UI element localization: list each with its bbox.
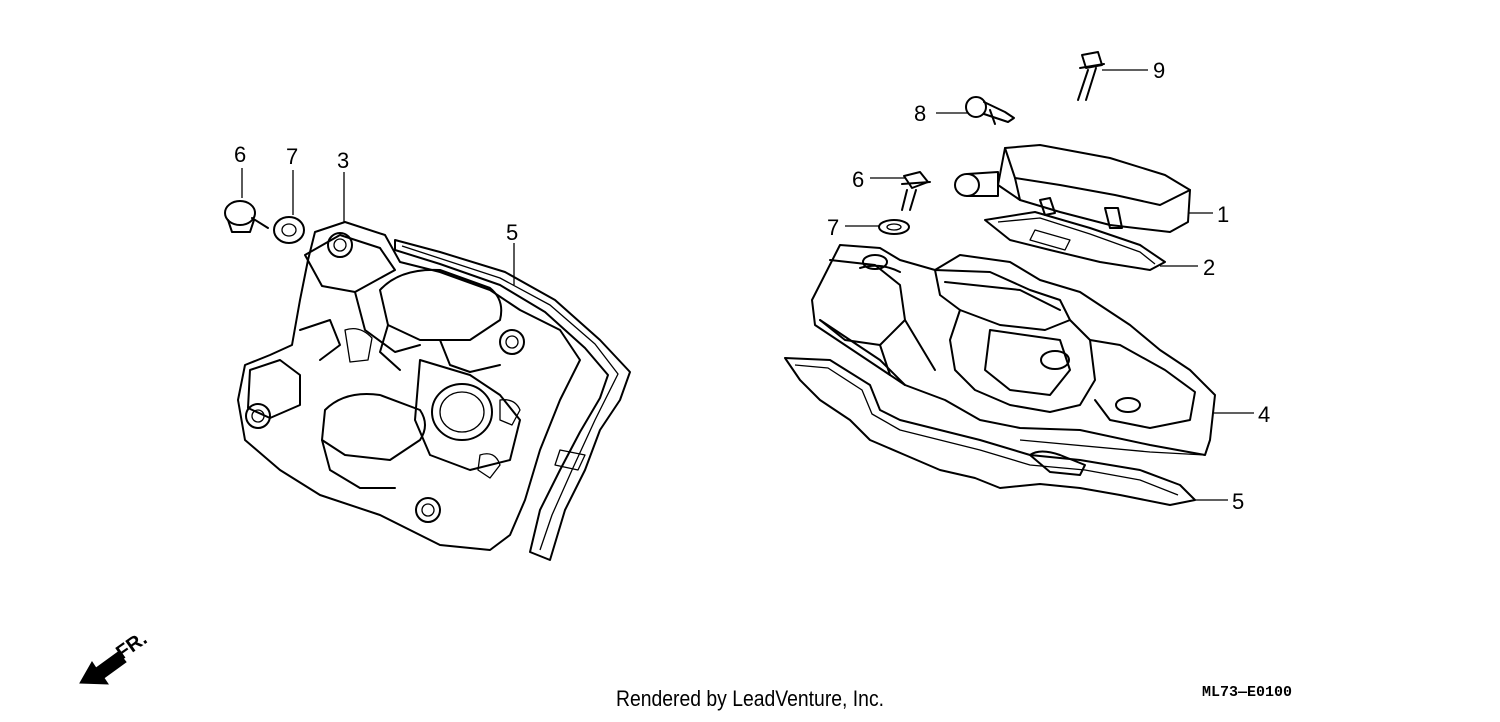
- right-flange-bolt-9[interactable]: [1077, 51, 1105, 101]
- right-wire-clip-8[interactable]: [965, 96, 1015, 125]
- rendered-by-credit: Rendered by LeadVenture, Inc.: [615, 686, 885, 711]
- diagram-reference-code: ML73—E0100: [1202, 684, 1293, 701]
- right-head-cover-gasket[interactable]: [784, 357, 1196, 506]
- front-direction-indicator: FR.: [79, 628, 151, 685]
- right-callout-2: 2: [1203, 255, 1215, 280]
- left-callout-5: 5: [506, 220, 518, 245]
- right-callout-1: 1: [1217, 202, 1229, 227]
- right-callout-5: 5: [1232, 489, 1244, 514]
- left-bolt[interactable]: [224, 200, 269, 233]
- right-callout-4: 4: [1258, 402, 1270, 427]
- left-callout-7: 7: [286, 144, 298, 169]
- right-callout-7: 7: [827, 215, 839, 240]
- right-cylinder-head-cover-assembly: 9 8 6 7 1 2 4 5: [784, 51, 1270, 514]
- right-callout-6: 6: [852, 167, 864, 192]
- left-cylinder-head-cover-assembly: 6 7 3 5: [224, 142, 631, 561]
- right-breather-cover-gasket[interactable]: [984, 211, 1166, 271]
- left-callout-6: 6: [234, 142, 246, 167]
- right-bolt-6[interactable]: [901, 171, 931, 211]
- right-sealing-washer-7[interactable]: [878, 219, 910, 235]
- left-callout-3: 3: [337, 148, 349, 173]
- right-cylinder-head-cover[interactable]: [811, 244, 1216, 456]
- right-callout-9: 9: [1153, 58, 1165, 83]
- left-sealing-washer[interactable]: [273, 216, 305, 244]
- right-breather-cover[interactable]: [997, 144, 1191, 233]
- right-callout-8: 8: [914, 101, 926, 126]
- front-arrow-icon: [79, 651, 127, 685]
- left-head-cover-gasket[interactable]: [394, 239, 631, 561]
- left-cylinder-head-cover[interactable]: [237, 221, 581, 551]
